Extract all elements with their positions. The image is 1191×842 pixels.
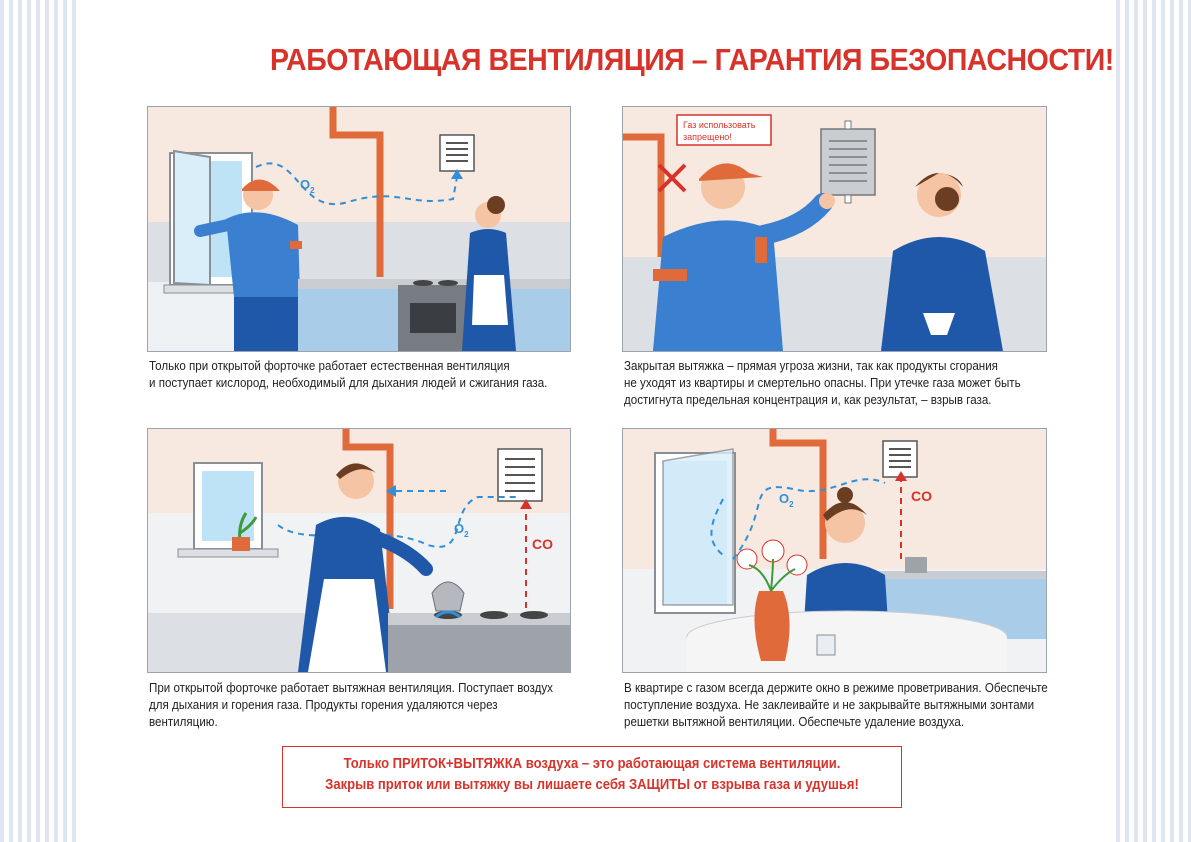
scene-closed-vent-danger: Газ использовать запрещено! (623, 107, 1046, 351)
cup (816, 634, 836, 656)
window-airflow (710, 498, 724, 556)
arrowhead-icon (386, 485, 396, 497)
vent-grille (439, 134, 475, 172)
o2-label: O2 (300, 177, 315, 195)
illustration-panel-4: O2 CO (622, 428, 1047, 673)
caption-panel-3: При открытой форточке работает вытяжная … (149, 680, 553, 731)
arrowhead-icon (451, 169, 463, 179)
warning-sign: Газ использовать запрещено! (676, 114, 772, 146)
illustration-panel-2: Газ использовать запрещено! (622, 106, 1047, 352)
o2-label: O2 (454, 521, 469, 539)
vent-grille (497, 448, 543, 502)
woman-figure (298, 463, 433, 672)
window (177, 462, 279, 558)
crossed-out-icon (657, 163, 687, 193)
caption-line: решетки вытяжной вентиляции. Обеспечьте … (624, 715, 965, 729)
illustration-panel-3: O2 CO (147, 428, 571, 673)
caption-line: не уходят из квартиры и смертельно опасн… (624, 376, 1021, 390)
sign-text: запрещено! (683, 132, 732, 142)
caption-line: Закрытая вытяжка – прямая угроза жизни, … (624, 359, 998, 373)
gas-pipe (769, 429, 827, 559)
poster-title: РАБОТАЮЩАЯ ВЕНТИЛЯЦИЯ – ГАРАНТИЯ БЕЗОПАС… (270, 42, 1114, 77)
scene-open-window-ventilation: O2 (148, 107, 570, 351)
notice-line: Закрыв приток или вытяжку вы лишаете себ… (325, 777, 859, 793)
caption-line: достигнута предельная концентрация и, ка… (624, 393, 992, 407)
caption-line: Только при открытой форточке работает ес… (149, 359, 510, 373)
gas-stove (388, 581, 570, 672)
closed-vent-grille (820, 120, 876, 204)
oxygen-airflow-arrow (277, 496, 518, 548)
caption-line: и поступает кислород, необходимый для ды… (149, 376, 548, 390)
left-decorative-border (0, 0, 80, 842)
caption-line: вентиляцию. (149, 715, 218, 729)
gas-worker-figure (194, 179, 302, 351)
o2-label: O2 (779, 491, 794, 509)
scene-exhaust-ventilation: O2 CO (148, 429, 570, 672)
caption-panel-4: В квартире с газом всегда держите окно в… (624, 680, 1048, 731)
kitchen-counter (298, 279, 570, 351)
flower-vase (736, 539, 808, 661)
woman-figure (462, 196, 516, 351)
right-decorative-border (1111, 0, 1191, 842)
arrowhead-icon (520, 499, 532, 509)
caption-line: При открытой форточке работает вытяжная … (149, 681, 553, 695)
arrowhead-icon (895, 471, 907, 481)
co-label: CO (532, 536, 553, 552)
sign-text: Газ использовать (683, 120, 756, 130)
caption-line: поступление воздуха. Не заклеивайте и не… (624, 698, 1035, 712)
gas-worker-figure (653, 163, 835, 351)
gas-pipe (329, 107, 384, 277)
caption-line: В квартире с газом всегда держите окно в… (624, 681, 1048, 695)
gas-pipe (623, 133, 665, 257)
caption-panel-1: Только при открытой форточке работает ес… (149, 358, 547, 392)
caption-panel-2: Закрытая вытяжка – прямая угроза жизни, … (624, 358, 1021, 409)
woman-figure (881, 173, 1003, 351)
dining-table (686, 610, 1008, 672)
gas-pipe (342, 429, 394, 609)
co-label: CO (911, 488, 932, 504)
notice-line: Только ПРИТОК+ВЫТЯЖКА воздуха – это рабо… (343, 756, 841, 772)
oxygen-airflow-arrow (732, 478, 886, 560)
scene-ventilation-mode: O2 CO (623, 429, 1046, 672)
tilted-open-window (654, 448, 736, 614)
bottom-safety-notice: Только ПРИТОК+ВЫТЯЖКА воздуха – это рабо… (282, 746, 902, 808)
vent-grille (882, 440, 918, 478)
illustration-panel-1: O2 (147, 106, 571, 352)
caption-line: для дыхания и горения газа. Продукты гор… (149, 698, 498, 712)
